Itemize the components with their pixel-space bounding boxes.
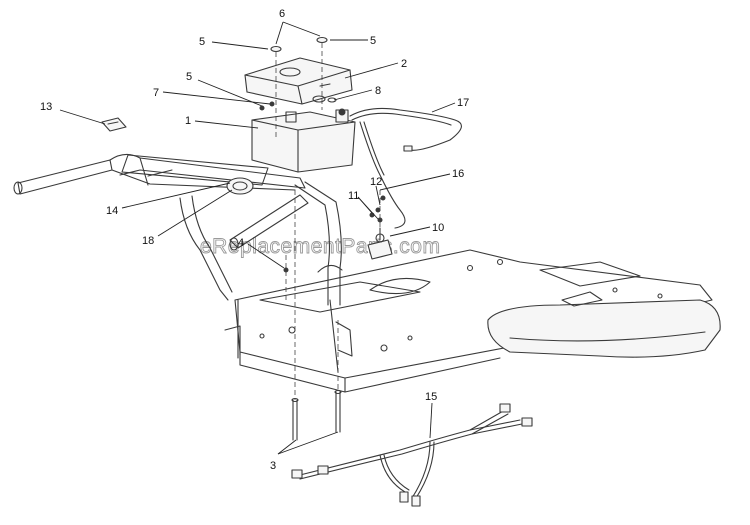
- callout-17: 17: [457, 97, 469, 109]
- callout-8: 8: [375, 85, 381, 97]
- callout-18: 18: [142, 235, 154, 247]
- callout-16: 16: [452, 168, 464, 180]
- callout-2: 2: [401, 58, 407, 70]
- callout-7: 7: [153, 87, 159, 99]
- wire-harness: [291, 403, 533, 507]
- callout-10: 10: [432, 222, 444, 234]
- callout-5: 5: [370, 35, 376, 47]
- callout-14: 14: [106, 205, 118, 217]
- callout-1: 1: [185, 115, 191, 127]
- decal: [101, 117, 127, 132]
- bolts: [283, 190, 342, 441]
- callout-5: 5: [186, 71, 192, 83]
- handle-assembly: [13, 153, 343, 306]
- deck-assembly: [224, 249, 721, 393]
- cables: [349, 107, 462, 229]
- callout-15: 15: [425, 391, 437, 403]
- callout-4: 4: [238, 237, 244, 249]
- callout-labels: 6 5 5 2 5 7 8 17 13 1 16 12 11 14 10 18 …: [40, 8, 469, 472]
- callout-6: 6: [279, 8, 285, 20]
- callout-5: 5: [199, 36, 205, 48]
- callout-13: 13: [40, 101, 52, 113]
- leader-lines: [59, 21, 456, 455]
- battery-cover: [244, 57, 353, 105]
- battery: [251, 108, 356, 173]
- callout-12: 12: [370, 176, 382, 188]
- fasteners-upper: [259, 36, 337, 140]
- callout-3: 3: [270, 460, 276, 472]
- solenoid: [367, 190, 393, 260]
- callout-11: 11: [348, 190, 359, 202]
